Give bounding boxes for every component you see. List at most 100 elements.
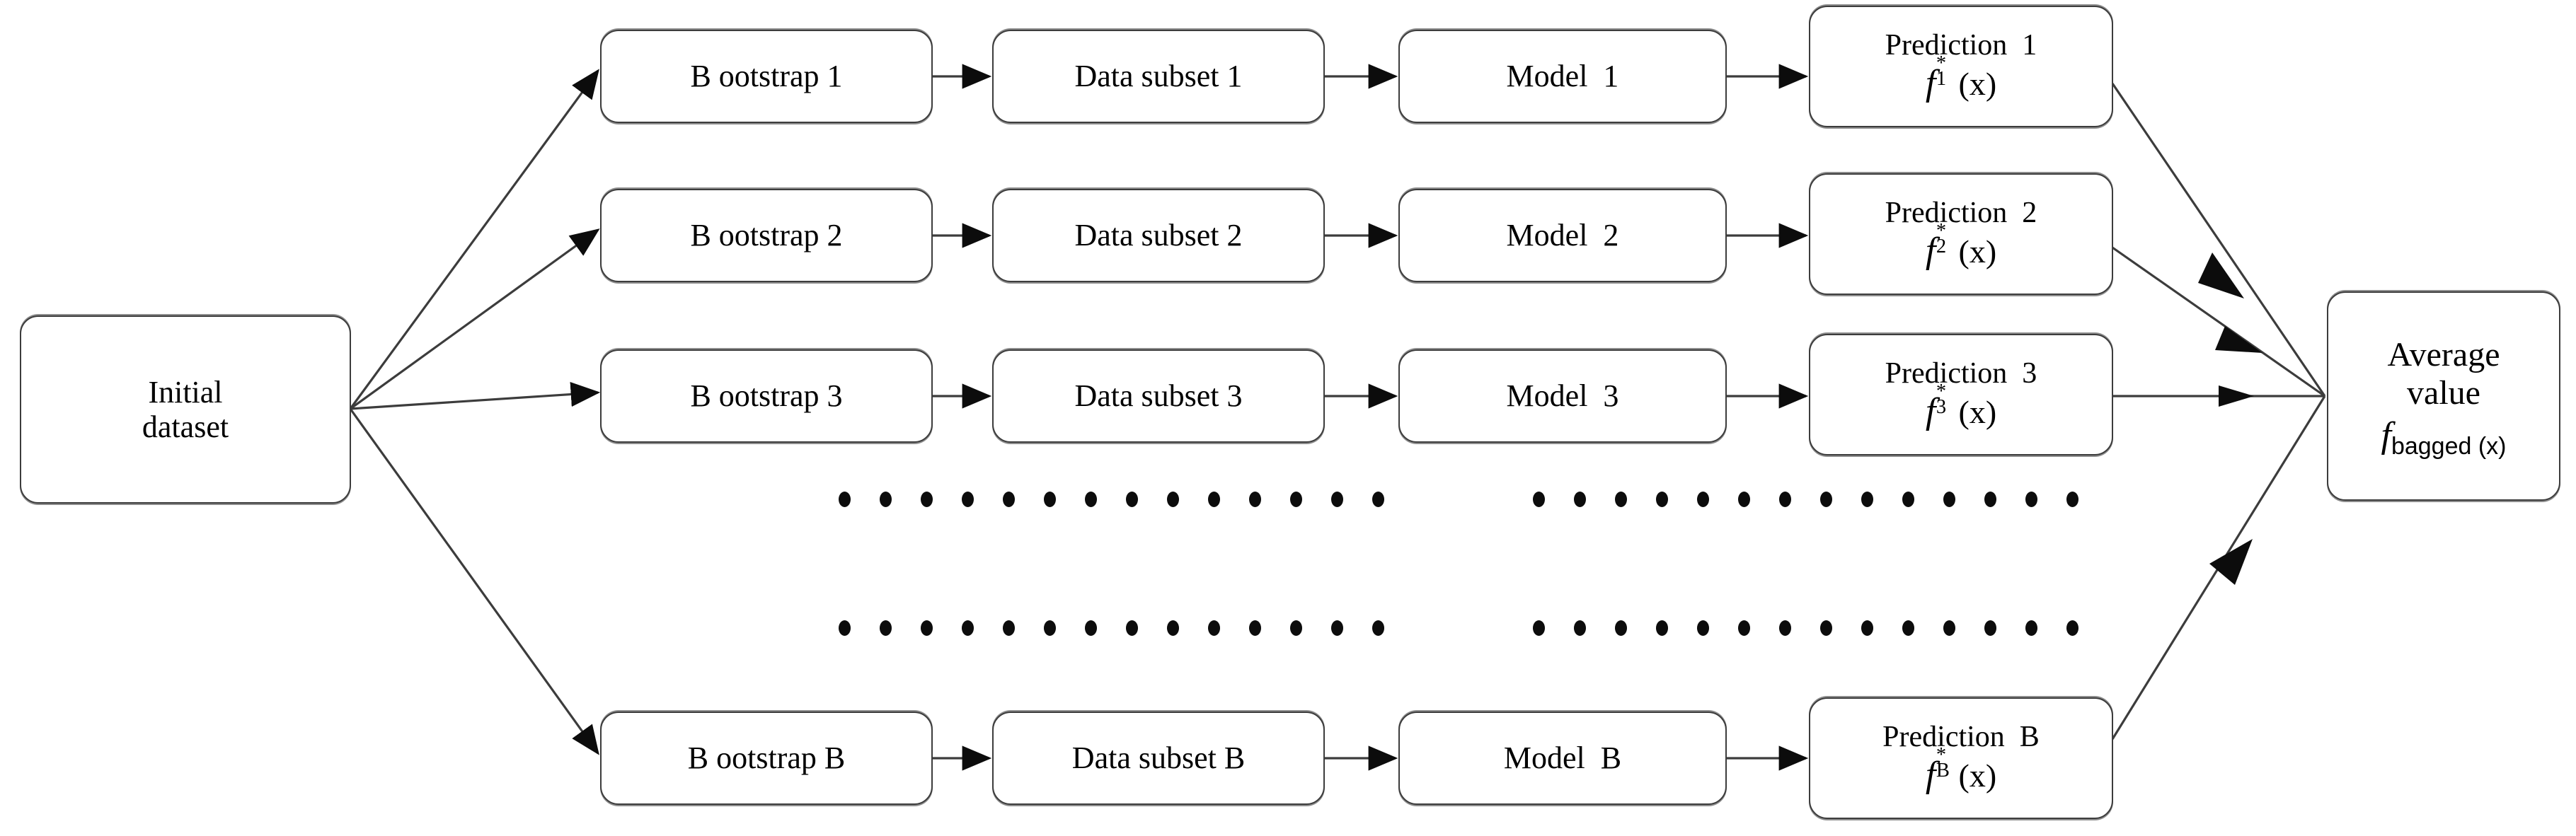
ellipsis-dot xyxy=(1779,620,1791,636)
prediction-3-affixes: *3 xyxy=(1936,381,1958,423)
node-prediction-3[interactable]: Prediction 3 f*3(x) xyxy=(1809,334,2113,455)
ellipsis-dot xyxy=(1044,620,1056,636)
ellipsis-dot xyxy=(1574,492,1586,507)
ellipsis-dot xyxy=(2066,492,2078,507)
ellipsis-dot xyxy=(880,492,892,507)
prediction-2-subscript: 2 xyxy=(1936,236,1947,258)
prediction-1-superscript: * xyxy=(1936,52,1947,74)
fan-in-arrowheads xyxy=(2198,252,2262,585)
ellipsis-dot xyxy=(1861,492,1873,507)
prediction-2-f-symbol: f xyxy=(1925,230,1936,271)
ellipsis-dot xyxy=(1533,492,1545,507)
ellipsis-dot xyxy=(1902,620,1914,636)
node-data-subset-B[interactable]: Data subset B xyxy=(992,712,1325,805)
ellipsis-dot xyxy=(1861,620,1873,636)
ellipsis-dot xyxy=(2025,620,2037,636)
node-prediction-B[interactable]: Prediction B f*B(x) xyxy=(1809,697,2113,819)
ellipsis-dot xyxy=(1167,492,1179,507)
node-bootstrap-2[interactable]: B ootstrap 2 xyxy=(600,189,933,282)
node-model-B[interactable]: Model B xyxy=(1398,712,1727,805)
prediction-3-superscript: * xyxy=(1936,380,1947,402)
prediction-2-argument: (x) xyxy=(1958,233,1997,269)
prediction-1-affixes: *1 xyxy=(1936,52,1958,95)
prediction-3-label: Prediction 3 xyxy=(1885,356,2037,390)
ellipsis-dot xyxy=(880,620,892,636)
node-average-value[interactable]: Average value fbagged (x) xyxy=(2327,291,2560,501)
node-data-subset-3[interactable]: Data subset 3 xyxy=(992,349,1325,443)
ellipsis-dot xyxy=(839,620,851,636)
prediction-3-formula: f*3(x) xyxy=(1925,381,1997,432)
node-bootstrap-B[interactable]: B ootstrap B xyxy=(600,712,933,805)
ellipsis-dot xyxy=(1085,492,1097,507)
ellipsis-dot xyxy=(962,492,974,507)
ellipsis-row-2-group-right xyxy=(1533,620,2078,636)
prediction-B-formula: f*B(x) xyxy=(1925,744,1997,796)
ellipsis-dot xyxy=(1656,492,1668,507)
ellipsis-dot xyxy=(1615,492,1627,507)
model-1-label: Model 1 xyxy=(1506,59,1619,94)
prediction-2-label: Prediction 2 xyxy=(1885,196,2037,229)
prediction-B-f-symbol: f xyxy=(1925,754,1936,795)
node-model-1[interactable]: Model 1 xyxy=(1398,30,1727,123)
data-subset-2-label: Data subset 2 xyxy=(1074,218,1243,253)
ellipsis-dot xyxy=(2025,492,2037,507)
edge-prediction-2-to-average xyxy=(2112,246,2325,397)
ellipsis-row-1 xyxy=(839,492,2078,507)
ellipsis-dot xyxy=(1738,620,1750,636)
ellipsis-dot xyxy=(1943,620,1955,636)
prediction-2-formula: f*2(x) xyxy=(1925,220,1997,272)
node-model-3[interactable]: Model 3 xyxy=(1398,349,1727,443)
ellipsis-dot xyxy=(1574,620,1586,636)
edge-prediction-1-to-average xyxy=(2111,83,2326,397)
node-model-2[interactable]: Model 2 xyxy=(1398,189,1727,282)
model-3-label: Model 3 xyxy=(1506,378,1619,414)
ellipsis-dot xyxy=(1738,492,1750,507)
ellipsis-dot xyxy=(921,620,933,636)
prediction-3-f-symbol: f xyxy=(1925,390,1936,431)
node-bootstrap-1[interactable]: B ootstrap 1 xyxy=(600,30,933,123)
node-bootstrap-3[interactable]: B ootstrap 3 xyxy=(600,349,933,443)
node-data-subset-2[interactable]: Data subset 2 xyxy=(992,189,1325,282)
ellipsis-dot xyxy=(1533,620,1545,636)
ellipsis-dot xyxy=(962,620,974,636)
ellipsis-dot xyxy=(1615,620,1627,636)
node-prediction-1[interactable]: Prediction 1 f*1(x) xyxy=(1809,6,2113,127)
prediction-B-affixes: *B xyxy=(1936,744,1958,786)
ellipsis-dot xyxy=(1003,492,1015,507)
ellipsis-dot xyxy=(1331,492,1343,507)
bootstrap-2-label: B ootstrap 2 xyxy=(690,218,843,253)
ellipsis-dot xyxy=(1126,620,1138,636)
ellipsis-dot xyxy=(1003,620,1015,636)
edge-source-to-bootstrap-B xyxy=(349,408,599,755)
ellipsis-row-1-group-right xyxy=(1533,492,2078,507)
average-value-formula: fbagged (x) xyxy=(2381,415,2507,460)
ellipsis-row-2-group-left xyxy=(839,620,1384,636)
average-value-subscript: bagged (x) xyxy=(2391,432,2507,460)
node-data-subset-1[interactable]: Data subset 1 xyxy=(992,30,1325,123)
data-subset-B-label: Data subset B xyxy=(1071,741,1246,776)
prediction-1-argument: (x) xyxy=(1958,65,1997,102)
bootstrap-B-label: B ootstrap B xyxy=(687,741,846,776)
prediction-3-argument: (x) xyxy=(1958,393,1997,430)
ellipsis-dot xyxy=(1208,620,1220,636)
ellipsis-dot xyxy=(1208,492,1220,507)
ellipsis-dot xyxy=(1984,492,1996,507)
ellipsis-dot xyxy=(1697,620,1709,636)
edge-source-to-bootstrap-1 xyxy=(349,69,599,410)
average-value-line-2: value xyxy=(2407,373,2480,412)
ellipsis-dot xyxy=(1372,620,1384,636)
node-initial-dataset[interactable]: Initial dataset xyxy=(20,315,351,504)
arrowhead-predB-to-average xyxy=(2209,539,2253,585)
prediction-3-subscript: 3 xyxy=(1936,396,1947,419)
node-prediction-2[interactable]: Prediction 2 f*2(x) xyxy=(1809,173,2113,295)
prediction-1-formula: f*1(x) xyxy=(1926,52,1997,104)
prediction-1-label: Prediction 1 xyxy=(1885,28,2037,62)
prediction-1-subscript: 1 xyxy=(1936,68,1947,91)
ellipsis-dot xyxy=(1249,492,1261,507)
ellipsis-dot xyxy=(1820,492,1832,507)
arrowhead-pred1-to-average xyxy=(2198,252,2244,298)
data-subset-1-label: Data subset 1 xyxy=(1074,59,1243,94)
ellipsis-dot xyxy=(1697,492,1709,507)
prediction-B-argument: (x) xyxy=(1958,757,1997,794)
